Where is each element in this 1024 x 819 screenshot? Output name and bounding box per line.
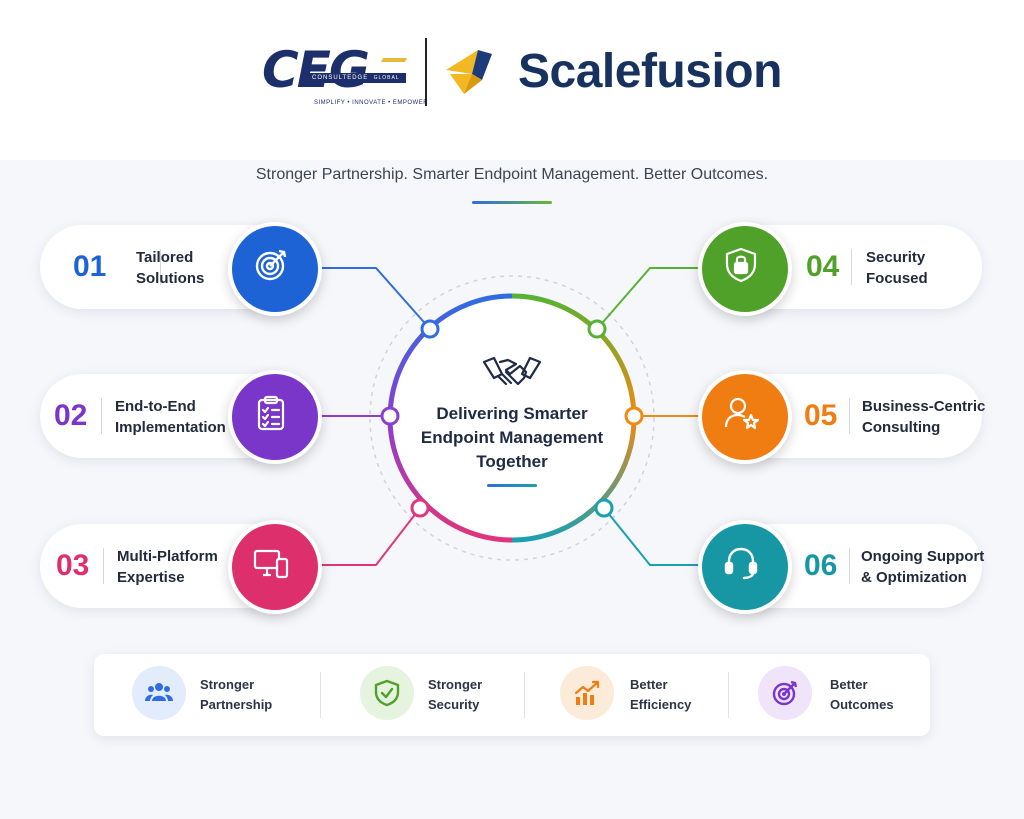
pillar-divider — [101, 398, 102, 434]
node-01 — [420, 319, 440, 339]
logo-divider — [425, 38, 427, 106]
monitor-phone-icon — [253, 549, 289, 579]
pillar-divider — [849, 548, 850, 584]
ceg-tagline: SIMPLIFY • INNOVATE • EMPOWER — [314, 100, 429, 106]
scalefusion-logo-icon — [446, 50, 492, 94]
tagline-underline — [472, 201, 552, 204]
pillar-number: 05 — [804, 399, 838, 432]
clipboard-checklist-icon — [257, 395, 285, 431]
header-band — [0, 0, 1024, 160]
outcome-icon-outcomes — [758, 666, 812, 720]
node-06 — [594, 498, 614, 518]
connector-04 — [596, 267, 706, 330]
pillar-divider — [849, 398, 850, 434]
pillar-number: 01 — [73, 250, 107, 283]
growth-chart-icon — [574, 680, 600, 705]
page-tagline: Stronger Partnership. Smarter Endpoint M… — [255, 166, 769, 183]
pillar-icon-02 — [228, 370, 322, 464]
pillar-icon-06 — [698, 520, 792, 614]
connector-06 — [603, 507, 706, 566]
pillar-number: 03 — [56, 549, 90, 582]
shield-check-icon — [374, 679, 400, 707]
ceg-letters: CEG — [262, 41, 370, 99]
center-line-3: Together — [476, 452, 548, 471]
ceg-bar-text: CONSULTEDGE GLOBAL — [312, 75, 400, 81]
outer-dashed-ring — [369, 275, 655, 561]
ceg-name-bar: CONSULTEDGE GLOBAL — [308, 73, 406, 83]
scalefusion-wordmark: Scalefusion — [518, 45, 782, 98]
center-line-1: Delivering Smarter — [436, 404, 588, 423]
node-02 — [380, 406, 400, 426]
handshake-icon — [482, 356, 542, 386]
outcome-divider — [524, 672, 525, 718]
pillar-icon-05 — [698, 370, 792, 464]
logo-row: CEG CONSULTEDGE GLOBAL SIMPLIFY • INNOVA… — [0, 30, 1024, 120]
node-03 — [410, 498, 430, 518]
outcome-icon-partnership — [132, 666, 186, 720]
outcome-divider — [728, 672, 729, 718]
pillar-icon-03 — [228, 520, 322, 614]
pillar-number: 02 — [54, 399, 88, 432]
team-icon — [145, 683, 173, 701]
user-star-icon — [724, 397, 759, 430]
pillar-divider — [103, 548, 104, 584]
shield-lock-icon — [725, 247, 757, 283]
pillar-divider — [160, 249, 161, 285]
outcome-icon-efficiency — [560, 666, 614, 720]
center-line-2: Endpoint Management — [420, 428, 604, 447]
pillar-number: 06 — [804, 549, 838, 582]
pillar-number: 04 — [806, 250, 840, 283]
node-05 — [624, 406, 644, 426]
connector-01 — [318, 267, 431, 330]
center-title: Delivering Smarter Endpoint Management T… — [402, 402, 622, 474]
node-04 — [587, 319, 607, 339]
target-icon — [772, 680, 798, 706]
pillar-icon-01 — [228, 222, 322, 316]
consultedge-logo: CEG CONSULTEDGE GLOBAL SIMPLIFY • INNOVA… — [262, 41, 428, 106]
headset-icon — [724, 547, 758, 580]
target-icon — [255, 249, 287, 281]
pillar-label: Ongoing Support& Optimization — [861, 548, 985, 586]
center-disc — [390, 296, 634, 540]
pillar-icon-04 — [698, 222, 792, 316]
outcome-icon-security — [360, 666, 414, 720]
pillar-divider — [851, 249, 852, 285]
outcome-divider — [320, 672, 321, 718]
connector-03 — [318, 507, 421, 566]
center-underline — [487, 484, 537, 487]
